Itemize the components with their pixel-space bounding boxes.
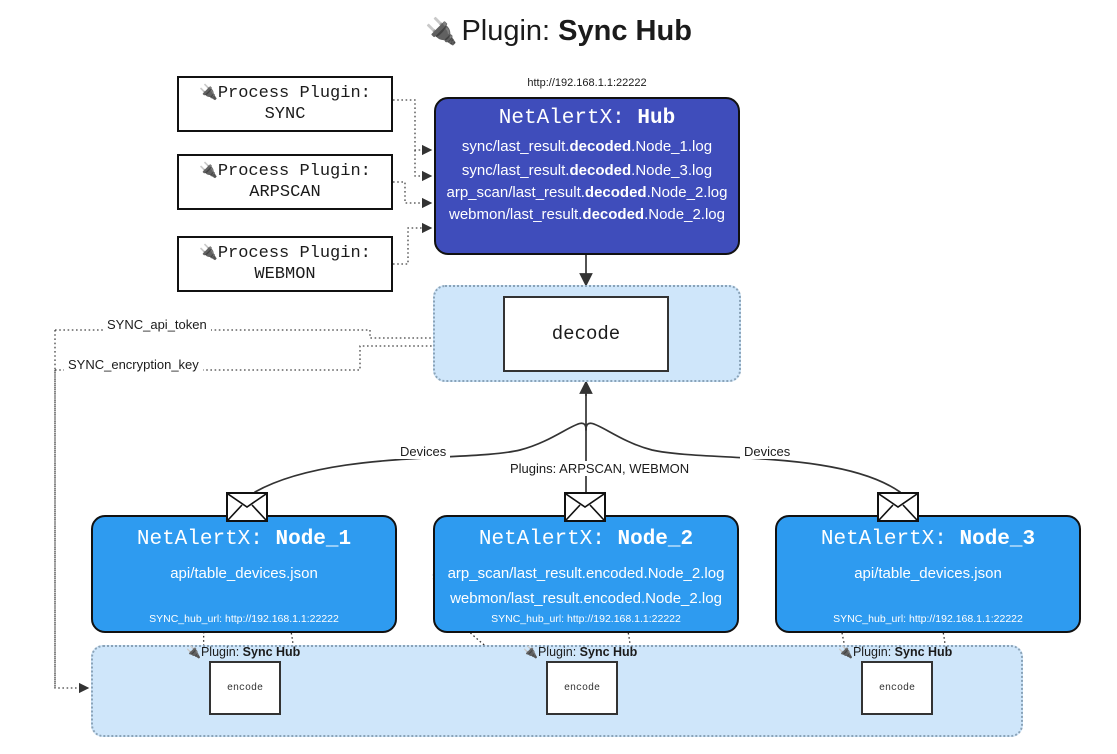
encoder-caption: 🔌Plugin: Sync Hub (523, 645, 638, 659)
node-2[interactable]: NetAlertX: Node_2 arp_scan/last_result.e… (433, 515, 739, 633)
node-title: NetAlertX: Node_1 (136, 528, 352, 551)
hub-node[interactable]: NetAlertX: Hub sync/last_result.decoded.… (434, 97, 740, 255)
hub-logline: webmon/last_result.decoded.Node_2.log (449, 206, 725, 223)
label-devices-right: Devices (740, 444, 795, 459)
page-title: 🔌Plugin: Sync Hub (0, 15, 1117, 48)
node-line: arp_scan/last_result.encoded.Node_2.log (447, 565, 725, 582)
process-plugin-name: SYNC (264, 105, 306, 124)
encode-box-2[interactable]: encode (546, 661, 618, 715)
title-prefix: Plugin: (461, 15, 551, 47)
process-plugin-label: Process Plugin: (217, 83, 371, 103)
plug-icon: 🔌 (199, 160, 218, 179)
process-plugin-arpscan[interactable]: 🔌Process Plugin: ARPSCAN (177, 154, 393, 210)
process-plugin-name: WEBMON (254, 265, 316, 284)
node-title: NetAlertX: Node_2 (478, 528, 694, 551)
decode-box[interactable]: decode (503, 296, 669, 372)
process-plugin-sync[interactable]: 🔌Process Plugin: SYNC (177, 76, 393, 132)
encode-box-3[interactable]: encode (861, 661, 933, 715)
hub-title: NetAlertX: Hub (436, 107, 738, 130)
label-plugins-mid: Plugins: ARPSCAN, WEBMON (506, 461, 694, 476)
process-plugin-label: Process Plugin: (217, 243, 371, 263)
plug-icon: 🔌 (425, 16, 458, 46)
node-footer: SYNC_hub_url: http://192.168.1.1:22222 (833, 613, 1023, 625)
hub-title-prefix: NetAlertX: (498, 107, 625, 130)
encoder-caption: 🔌Plugin: Sync Hub (186, 645, 301, 659)
label-devices-left: Devices (396, 444, 451, 459)
node-footer: SYNC_hub_url: http://192.168.1.1:22222 (149, 613, 339, 625)
envelope-icon (877, 492, 919, 522)
envelope-icon (226, 492, 268, 522)
hub-logline: sync/last_result.decoded.Node_1.log (461, 138, 713, 155)
hub-logline: arp_scan/last_result.decoded.Node_2.log (446, 184, 728, 201)
node-line: api/table_devices.json (854, 565, 1002, 582)
hub-url-label: http://192.168.1.1:22222 (527, 77, 647, 89)
node-1[interactable]: NetAlertX: Node_1 api/table_devices.json… (91, 515, 397, 633)
process-plugin-name: ARPSCAN (249, 183, 321, 202)
plug-icon: 🔌 (523, 645, 538, 659)
encode-box-1[interactable]: encode (209, 661, 281, 715)
node-line: webmon/last_result.encoded.Node_2.log (450, 590, 722, 607)
label-sync-encryption-key: SYNC_encryption_key (64, 357, 203, 372)
hub-logline: sync/last_result.decoded.Node_3.log (461, 162, 713, 179)
encoder-caption: 🔌Plugin: Sync Hub (838, 645, 953, 659)
plug-icon: 🔌 (199, 82, 218, 101)
node-3[interactable]: NetAlertX: Node_3 api/table_devices.json… (775, 515, 1081, 633)
hub-title-name: Hub (637, 107, 676, 130)
label-sync-api-token: SYNC_api_token (103, 317, 211, 332)
title-name: Sync Hub (558, 15, 692, 47)
plug-icon: 🔌 (186, 645, 201, 659)
node-title: NetAlertX: Node_3 (820, 528, 1036, 551)
node-footer: SYNC_hub_url: http://192.168.1.1:22222 (491, 613, 681, 625)
plug-icon: 🔌 (838, 645, 853, 659)
plug-icon: 🔌 (199, 242, 218, 261)
process-plugin-webmon[interactable]: 🔌Process Plugin: WEBMON (177, 236, 393, 292)
process-plugin-label: Process Plugin: (217, 161, 371, 181)
node-line: api/table_devices.json (170, 565, 318, 582)
envelope-icon (564, 492, 606, 522)
